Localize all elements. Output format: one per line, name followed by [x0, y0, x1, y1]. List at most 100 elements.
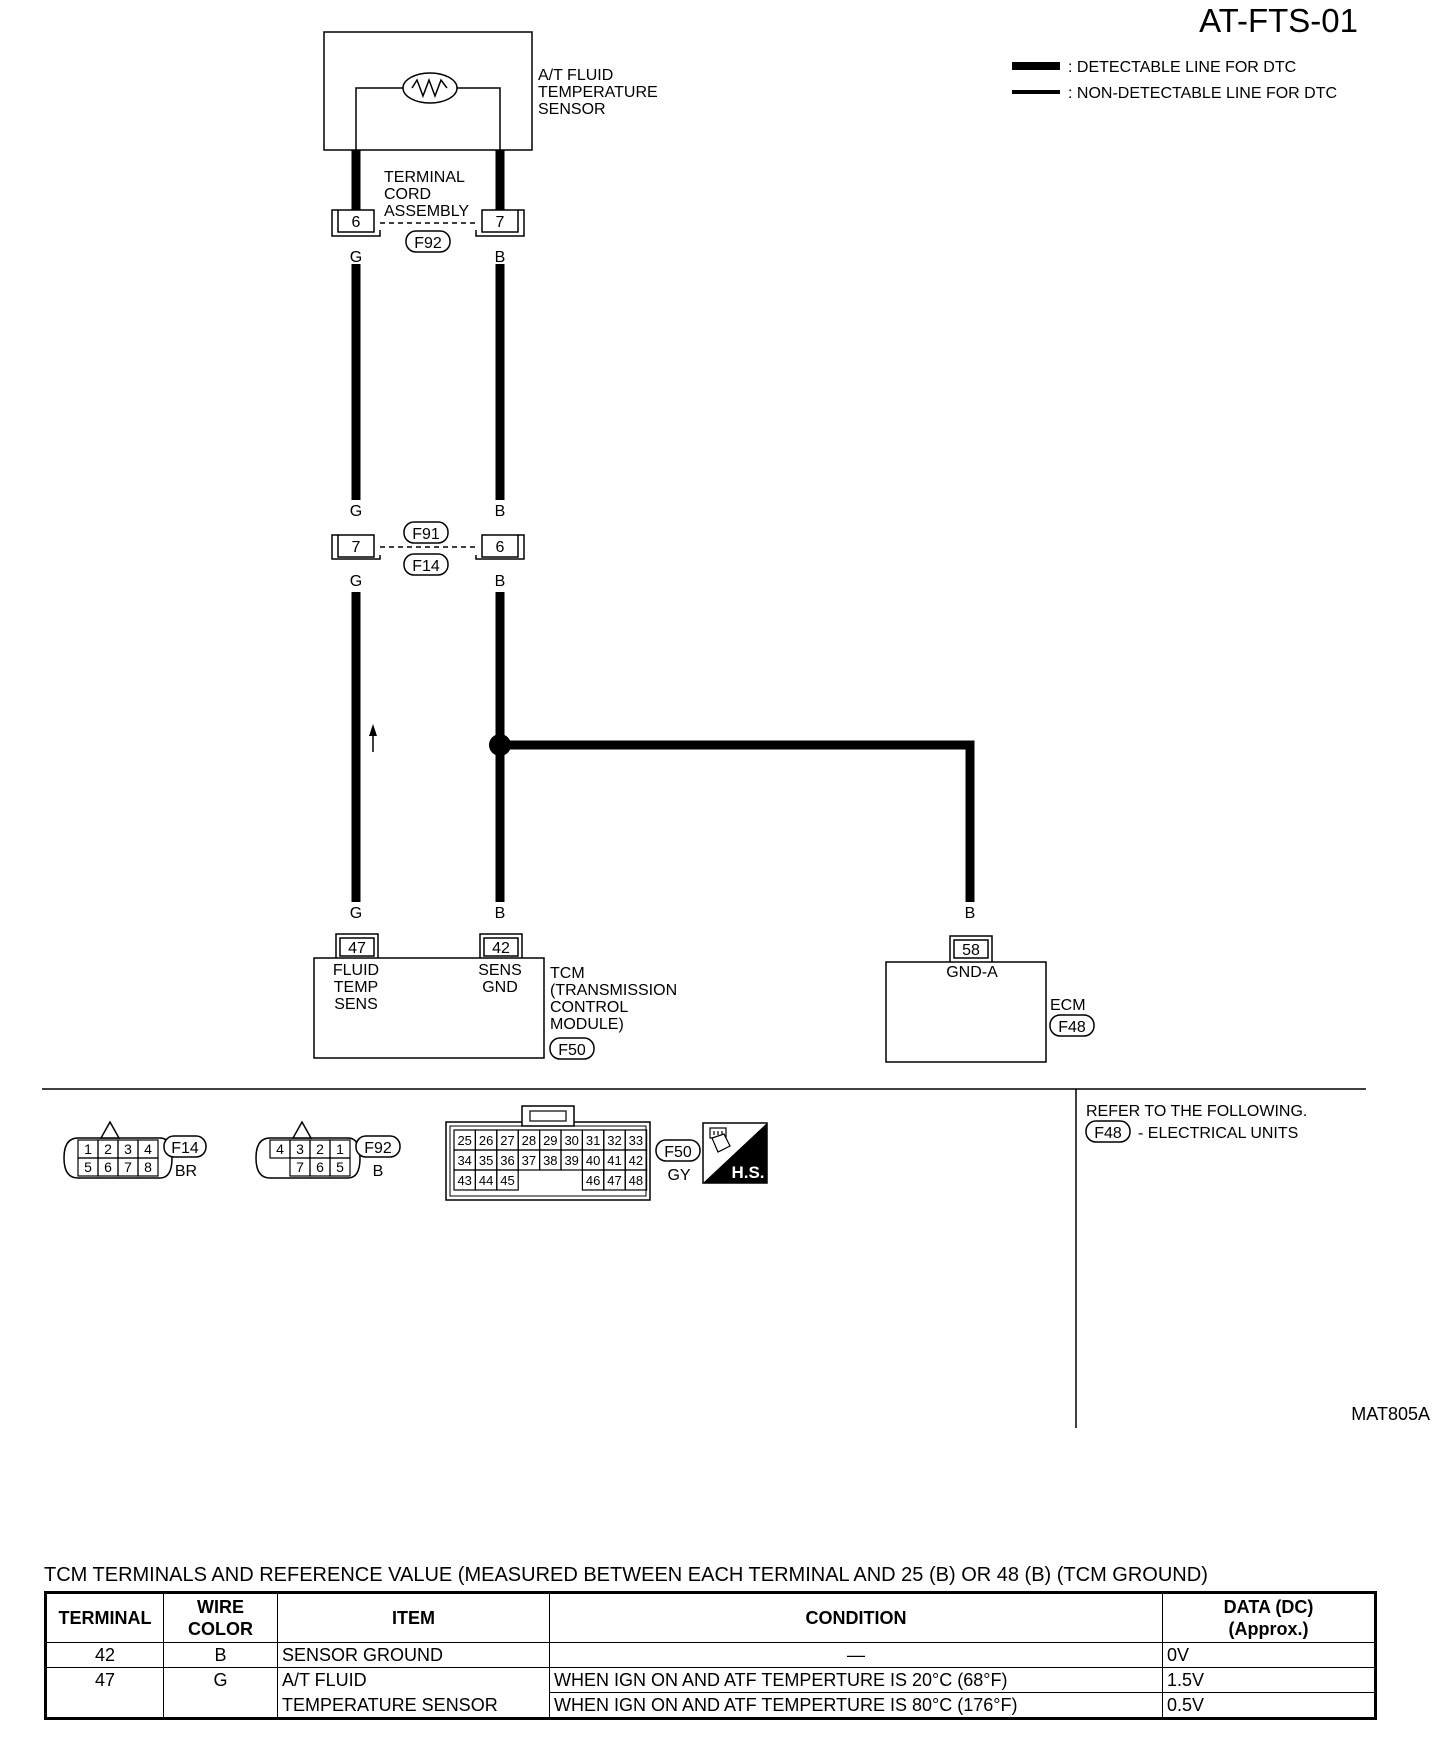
- f14-face-id: F14: [171, 1140, 199, 1157]
- f14-wire-color-g: G: [350, 573, 362, 590]
- f50-pin: 27: [500, 1133, 514, 1148]
- connector-hand-icon: [709, 1127, 731, 1153]
- wiring-diagram: AT-FTS-01 : DETECTABLE LINE FOR DTC : NO…: [42, 2, 1430, 1428]
- cell-item: A/T FLUID: [277, 1667, 550, 1693]
- f92-pin-right-bracket: [475, 209, 525, 237]
- cell-item: SENSOR GROUND: [277, 1642, 550, 1668]
- legend-non-detectable-swatch: [1012, 90, 1060, 94]
- f92-pin-right-box: [481, 209, 519, 233]
- cell-terminal: [45, 1692, 164, 1719]
- f50-pin: 37: [522, 1153, 536, 1168]
- cell-terminal: 47: [45, 1667, 164, 1693]
- f91-wire-color-g: G: [350, 503, 362, 520]
- connector-f92-inline: TERMINAL CORD ASSEMBLY 6 7 F92 G B: [331, 169, 525, 266]
- f92-pin: 3: [296, 1141, 304, 1157]
- cell-item: TEMPERATURE SENSOR: [277, 1692, 550, 1719]
- legend-detectable-label: : DETECTABLE LINE FOR DTC: [1068, 59, 1296, 76]
- f14-connector-id: F14: [412, 558, 440, 575]
- tcm-name-line3: CONTROL: [550, 999, 628, 1016]
- f91-pin-right-bracket: [475, 534, 525, 560]
- tcm-wire-color-g: G: [350, 905, 362, 922]
- tcm-connector-id: F50: [558, 1042, 586, 1059]
- cell-wire-color: G: [163, 1667, 278, 1693]
- cell-terminal: 42: [45, 1642, 164, 1668]
- f91-pin-left-box: [337, 534, 375, 558]
- f50-latch-inner: [529, 1110, 567, 1122]
- f91-connector-tag: [403, 521, 449, 544]
- f91-pin-right-box: [481, 534, 519, 558]
- tcm-terminal-table: TERMINAL WIRE COLOR ITEM CONDITION DATA …: [44, 1591, 1377, 1720]
- f14-pin: 7: [124, 1159, 132, 1175]
- f91-pin-left: 7: [352, 539, 361, 556]
- f92-pin-left-box: [337, 209, 375, 233]
- sensor-label-line1: A/T FLUID: [538, 67, 613, 84]
- f14-pin: 8: [144, 1159, 152, 1175]
- cell-condition: WHEN IGN ON AND ATF TEMPERTURE IS 20°C (…: [549, 1667, 1163, 1693]
- ecm-pin-label: GND-A: [946, 964, 998, 981]
- connector-f92-face: 4 3 2 1 7 6 5 F92 B: [255, 1120, 401, 1180]
- f50-pin: 47: [607, 1173, 621, 1188]
- harness-side-icon: H.S.: [702, 1122, 768, 1184]
- f50-pin: 34: [457, 1153, 471, 1168]
- f50-pin: 46: [586, 1173, 600, 1188]
- tcm-unit: G B 47 42 FLUID TEMP SENS SENS GND TCM (…: [313, 905, 677, 1060]
- tcm-reference-section: TCM TERMINALS AND REFERENCE VALUE (MEASU…: [44, 1564, 1377, 1720]
- f14-connector-tag: [403, 553, 449, 576]
- tcm-pin42: 42: [492, 940, 510, 957]
- f50-pin-cell: [624, 1169, 648, 1191]
- f91-pin-right: 6: [496, 539, 505, 556]
- f50-pin: 32: [607, 1133, 621, 1148]
- refer-note-line2: - ELECTRICAL UNITS: [1138, 1125, 1298, 1142]
- f92-pin: 5: [336, 1159, 344, 1175]
- f50-pin: 33: [629, 1133, 643, 1148]
- hs-black-triangle: [703, 1123, 767, 1183]
- f50-pin: 48: [629, 1173, 643, 1188]
- tcm-pin42-box: [483, 937, 519, 957]
- column-header-condition: CONDITION: [549, 1592, 1163, 1643]
- tcm-pin47: 47: [348, 940, 366, 957]
- f50-pin: 39: [564, 1153, 578, 1168]
- f92-pin: 2: [316, 1141, 324, 1157]
- tcm-connector-tag: [549, 1037, 595, 1060]
- terminal-cord-label-line1: TERMINAL: [384, 169, 465, 186]
- tcm-sens-label-line1: SENS: [478, 962, 522, 979]
- f50-pin: 45: [500, 1173, 514, 1188]
- cell-condition: —: [549, 1642, 1163, 1668]
- sensor-box: [323, 31, 533, 151]
- cell-data: 0V: [1162, 1642, 1376, 1668]
- figure-code: MAT805A: [1351, 1404, 1430, 1424]
- f50-pin: 25: [457, 1133, 471, 1148]
- f50-pin: 36: [500, 1153, 514, 1168]
- tcm-pin47-box: [339, 937, 375, 957]
- f50-pin: 26: [479, 1133, 493, 1148]
- tcm-name-line2: (TRANSMISSION: [550, 982, 677, 999]
- f92-pin-right: 7: [496, 214, 505, 231]
- ecm-name: ECM: [1050, 997, 1086, 1014]
- ecm-pin58-bracket: [949, 935, 993, 962]
- table-row: 47 G A/T FLUID WHEN IGN ON AND ATF TEMPE…: [45, 1667, 1376, 1693]
- hs-label: H.S.: [731, 1163, 764, 1182]
- f14-cells: [77, 1139, 159, 1177]
- f92-cells: [269, 1139, 351, 1177]
- refer-connector-tag: [1085, 1120, 1131, 1143]
- ecm-box: [885, 961, 1047, 1063]
- f92-pin: 1: [336, 1141, 344, 1157]
- f91-connector-id: F91: [412, 526, 440, 543]
- f50-pin: 28: [522, 1133, 536, 1148]
- cell-data: 0.5V: [1162, 1692, 1376, 1719]
- column-header-item: ITEM: [277, 1592, 550, 1643]
- f92-wire-color-b: B: [495, 249, 506, 266]
- ecm-unit: B 58 GND-A ECM F48: [885, 905, 1095, 1063]
- column-header-data: DATA (DC) (Approx.): [1162, 1592, 1376, 1643]
- fluid-temperature-sensor: A/T FLUID TEMPERATURE SENSOR: [323, 31, 658, 151]
- diagram-title: AT-FTS-01: [1199, 2, 1358, 39]
- tcm-pin42-bracket: [479, 933, 523, 958]
- connector-f91-f14-inline: G B F91 7 6 F14 G B: [331, 503, 525, 590]
- f50-pin: 35: [479, 1153, 493, 1168]
- f91-pin-left-bracket: [331, 534, 381, 560]
- f92-pin: 7: [296, 1159, 304, 1175]
- f50-pin-cell: [496, 1169, 519, 1191]
- f92-connector-tag: [405, 230, 451, 253]
